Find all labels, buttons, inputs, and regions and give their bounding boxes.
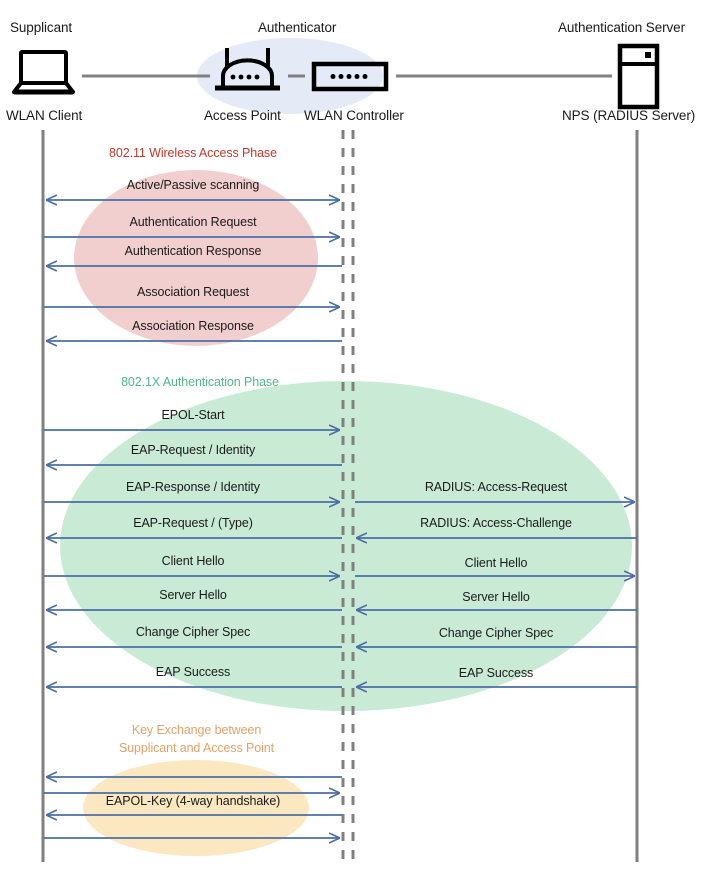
msg-label-client-hello-right: Client Hello: [464, 556, 528, 570]
device-label-wlan-controller: WLAN Controller: [304, 108, 404, 123]
msg-label-eap-request-identity: EAP-Request / Identity: [130, 443, 256, 457]
access-point-icon: [215, 48, 280, 91]
msg-label-radius-access-request: RADIUS: Access-Request: [424, 480, 568, 494]
phase-title-key-exchange: Key Exchange between Supplicant and Acce…: [84, 721, 309, 757]
device-label-access-point: Access Point: [204, 108, 281, 123]
phase-802-11-arrows: [44, 200, 342, 341]
device-label-nps-radius-server: NPS (RADIUS Server): [562, 108, 696, 123]
device-label-wlan-client: WLAN Client: [6, 108, 83, 123]
laptop-icon: [12, 50, 75, 95]
role-label-authentication-server: Authentication Server: [558, 20, 685, 35]
phase-802-1x-arrows-left: [44, 430, 342, 687]
msg-label-server-hello-right: Server Hello: [462, 590, 530, 604]
role-label-supplicant: Supplicant: [10, 20, 73, 35]
phase-title-802-11: 802.11 Wireless Access Phase: [109, 146, 277, 160]
phase-802-11-ellipse: [74, 170, 318, 346]
phase-title-802-1x: 802.1X Authentication Phase: [121, 375, 279, 389]
msg-label-eapol-key: EAPOL-Key (4-way handshake): [105, 794, 281, 808]
msg-label-client-hello-left: Client Hello: [161, 554, 225, 568]
phase-key-exchange-arrows: [44, 777, 342, 838]
msg-label-association-request: Association Request: [136, 285, 250, 299]
msg-label-authentication-response: Authentication Response: [124, 244, 262, 258]
msg-label-eap-success-right: EAP Success: [458, 666, 534, 680]
wlan-controller-icon: [311, 61, 389, 92]
msg-label-server-hello-left: Server Hello: [159, 588, 227, 602]
phase-802-1x-arrows-right: [355, 502, 637, 687]
msg-label-change-cipher-spec-right: Change Cipher Spec: [438, 626, 554, 640]
msg-label-change-cipher-spec-left: Change Cipher Spec: [135, 625, 251, 639]
server-icon: [617, 43, 660, 110]
phase-802-1x-ellipse: [60, 381, 632, 711]
msg-label-active-passive-scanning: Active/Passive scanning: [126, 178, 260, 192]
msg-label-radius-access-challenge: RADIUS: Access-Challenge: [420, 516, 572, 530]
phase-title-key-exchange-line2: Supplicant and Access Point: [118, 741, 275, 756]
msg-label-epol-start: EPOL-Start: [161, 408, 225, 422]
msg-label-eap-success-left: EAP Success: [155, 665, 231, 679]
phase-title-key-exchange-line1: Key Exchange between: [131, 723, 262, 737]
msg-label-eap-response-identity: EAP-Response / Identity: [126, 480, 260, 494]
role-label-authenticator: Authenticator: [258, 20, 337, 35]
phase-key-exchange-ellipse: [83, 760, 309, 856]
msg-label-eap-request-type: EAP-Request / (Type): [133, 516, 253, 530]
msg-label-authentication-request: Authentication Request: [129, 215, 257, 229]
msg-label-association-response: Association Response: [132, 319, 254, 333]
